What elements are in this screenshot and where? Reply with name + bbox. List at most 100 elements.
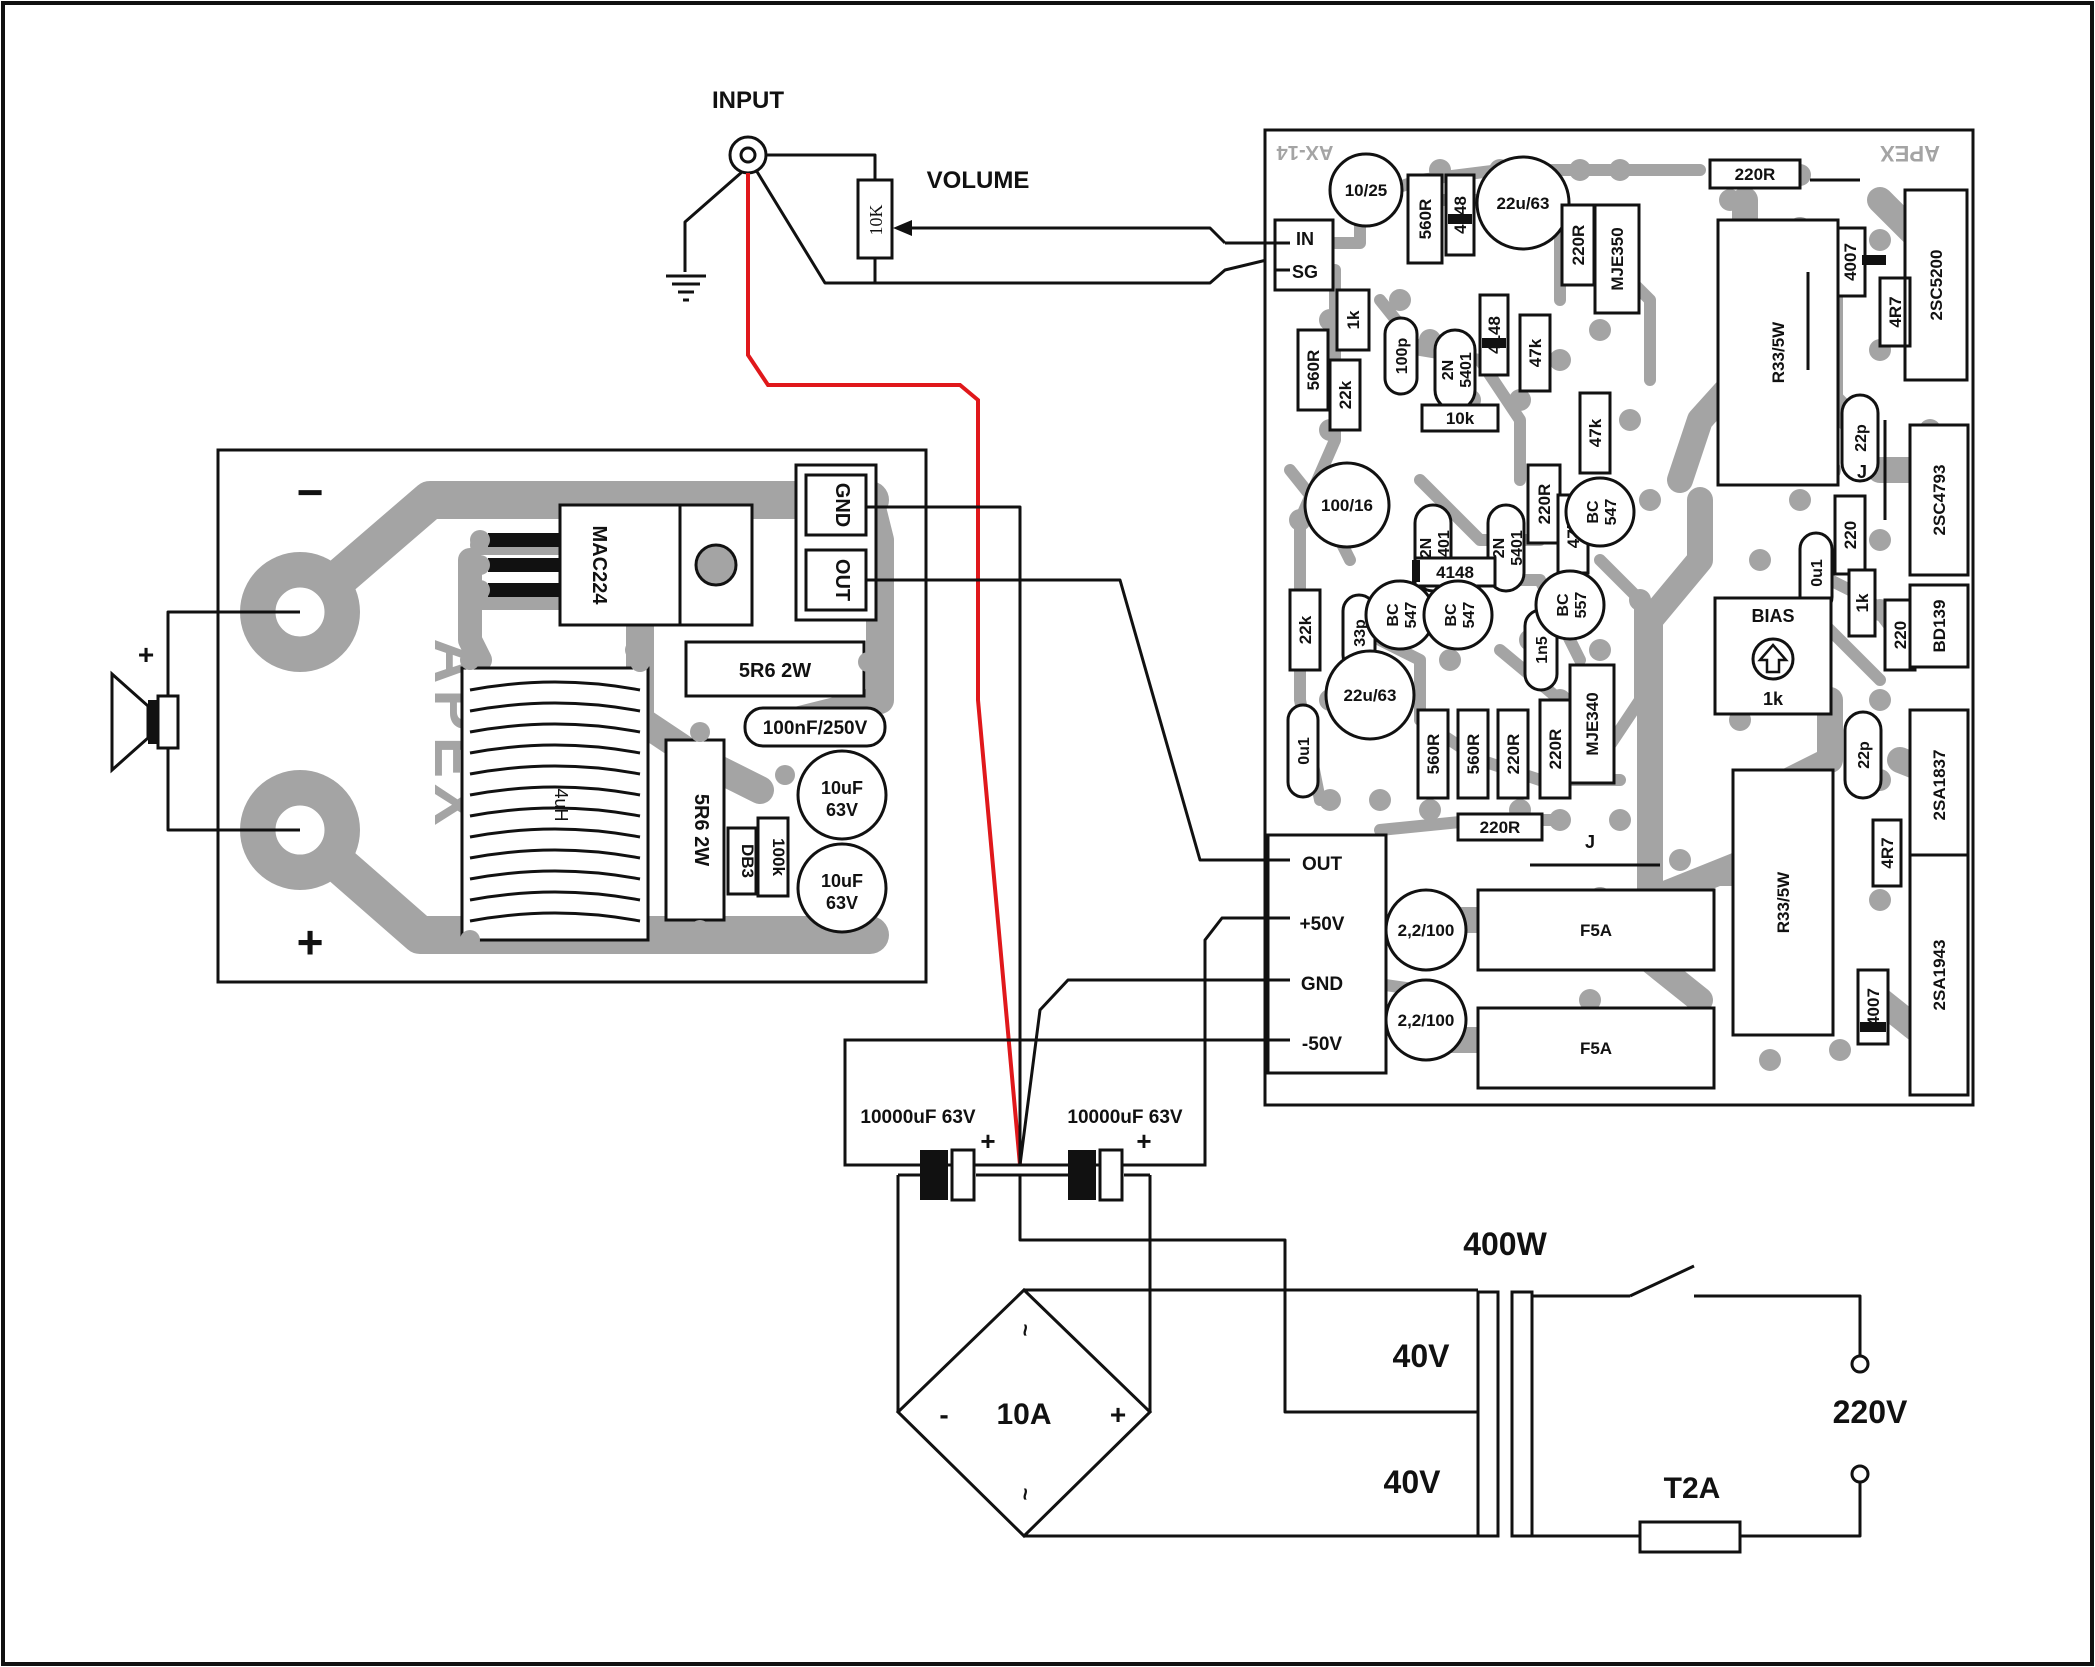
connector-gnd-label: GND [1301,974,1343,995]
component-f5aa[interactable] [1476,888,1716,972]
component-r4r7a-label: 4R7 [1886,296,1905,327]
component-r22ka[interactable] [1328,358,1362,432]
component-sc4793[interactable] [1908,423,1970,577]
component-c100p[interactable] [1383,316,1419,396]
capacitor-10uf-bottom[interactable] [796,842,888,934]
component-sa1837[interactable] [1908,708,1970,862]
speaker: + [110,610,300,832]
component-bd139[interactable] [1908,583,1970,669]
capacitor-100nf[interactable] [743,706,887,748]
component-r33b[interactable] [1731,768,1835,1037]
component-r220g[interactable] [1538,698,1572,800]
component-r560b[interactable] [1296,328,1330,412]
ic-mac224-label: MAC224 [588,526,610,606]
component-f5ab[interactable] [1476,1006,1716,1090]
component-q2n3a[interactable] [1486,503,1526,593]
resistor-5r6-vertical[interactable] [664,738,726,922]
component-c1025[interactable] [1328,152,1404,228]
component-r220d[interactable] [1833,494,1867,576]
component-qbc2b-label: 547 [1403,602,1420,629]
fuse-t2a[interactable] [1638,1520,1742,1554]
pcb-pad [1419,799,1441,821]
component-sc5200[interactable] [1903,188,1969,382]
component-c0u1b-label: 0u1 [1296,737,1313,765]
component-r220a[interactable] [1708,158,1802,190]
primary-wire-switch [1694,1294,1862,1356]
component-c2263b[interactable] [1324,649,1416,741]
component-c22pa[interactable] [1840,393,1880,483]
psu-cap-right-plus: + [1136,1126,1151,1156]
component-sa1943[interactable] [1908,853,1970,1097]
component-c10016[interactable] [1303,461,1391,549]
bridge-minus: - [939,1399,948,1430]
component-d4148b-label: 4148 [1485,316,1504,354]
component-qbc3a[interactable] [1422,579,1494,651]
transformer-primary[interactable] [1510,1290,1534,1538]
coil-4uh[interactable] [460,666,650,942]
component-r220b[interactable] [1560,203,1596,287]
output-board-out-pin[interactable] [804,548,868,612]
component-c0u1b[interactable] [1286,703,1320,799]
pcb-pad [1439,649,1461,671]
component-r10k[interactable] [1420,403,1500,433]
component-r4r7b[interactable] [1871,818,1903,888]
component-c2263a[interactable] [1475,155,1571,251]
bridge-ac-bottom: ~ [1013,1488,1038,1501]
resistor-100k-label: 100k [769,838,788,876]
component-r47kb-label: 47k [1586,418,1605,447]
psu-cap-left-neg[interactable] [920,1150,948,1200]
component-r22kb[interactable] [1288,588,1322,672]
component-qbc4b-label: 557 [1573,592,1590,619]
component-qbc1a[interactable] [1564,476,1636,548]
component-r560d[interactable] [1456,708,1490,800]
component-qbc4a[interactable] [1534,569,1606,641]
capacitor-10uf-top[interactable] [796,749,888,841]
component-r33a[interactable] [1716,218,1840,487]
component-r47kb[interactable] [1578,391,1612,475]
pcb-pad [1569,159,1591,181]
component-r560c[interactable] [1416,708,1450,800]
component-r220h[interactable] [1456,812,1544,842]
pcb-pad [470,530,490,550]
mains-terminal-top[interactable] [1850,1354,1870,1374]
pot-wiper-wire [900,226,1227,245]
component-mje340[interactable] [1568,663,1616,785]
ic-mac224[interactable] [558,503,682,627]
resistor-100k[interactable] [756,816,790,898]
component-d4148b[interactable] [1478,293,1510,377]
psu-cap-right-neg[interactable] [1068,1150,1096,1200]
bias-trimmer[interactable] [1713,596,1833,716]
speaker-magnet[interactable] [156,694,180,750]
component-qbc1a-label: BC [1585,500,1602,524]
component-r47ka-label: 47k [1526,338,1545,367]
volume-pot[interactable] [856,178,894,260]
amp-board-components: 10/25560R414822u/63220R220RMJE35040072SC… [1286,152,1970,1097]
transformer-secondary[interactable] [1476,1290,1500,1538]
pcb-pad [1629,589,1651,611]
component-mje350[interactable] [1593,203,1641,315]
component-r1kb[interactable] [1847,568,1877,638]
pcb-pad [1789,489,1811,511]
component-d4007a-label: 4007 [1841,243,1860,281]
capacitor-100nf-label: 100nF/250V [763,718,868,739]
output-board-gnd-pin[interactable] [804,473,868,537]
component-r47ka[interactable] [1518,313,1552,393]
component-c22pb[interactable] [1843,710,1883,800]
component-r220d-label: 220 [1841,521,1860,549]
component-mje340-label: MJE340 [1583,692,1602,755]
psu-cap-right-label: 10000uF 63V [1067,1107,1182,1128]
component-qbc3a-label: BC [1443,603,1460,627]
component-r220f[interactable] [1496,708,1530,800]
capacitor-10uf-bottom-voltage: 63V [826,893,858,913]
component-r220g-label: 220R [1546,729,1565,770]
diac-db3[interactable] [726,826,758,896]
connector-out-label: OUT [1302,854,1343,875]
component-r560a[interactable] [1406,173,1444,265]
component-r1k[interactable] [1335,288,1371,352]
component-c22100b-label: 2,2/100 [1398,1011,1455,1030]
component-r220c[interactable] [1526,463,1562,545]
mains-terminal-bottom[interactable] [1850,1464,1870,1484]
volume-label: VOLUME [927,167,1030,194]
component-q2n1a-label: 2N [1440,360,1457,380]
resistor-5r6-horizontal[interactable] [684,640,866,698]
